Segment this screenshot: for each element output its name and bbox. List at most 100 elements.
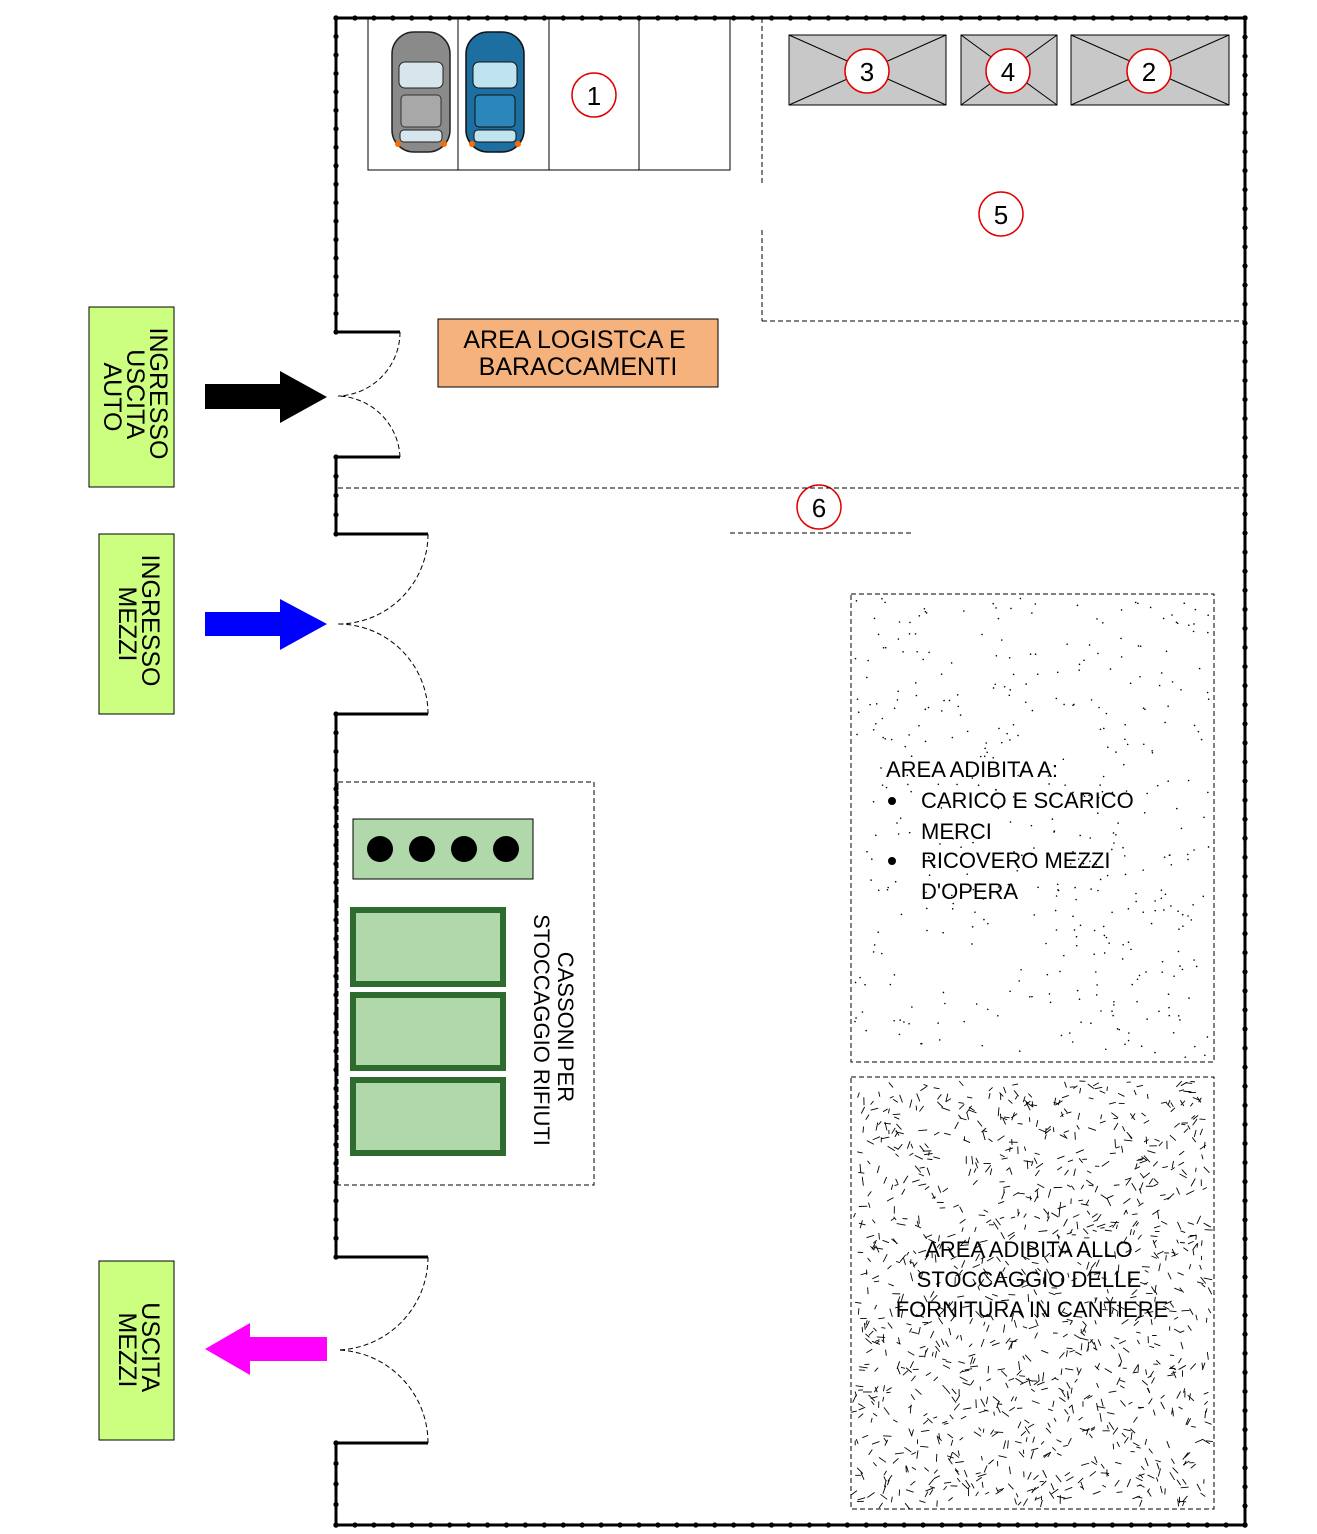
- fence-post: [1166, 1522, 1172, 1528]
- fence-post: [1242, 816, 1248, 822]
- fence-post: [1242, 587, 1248, 593]
- fence-post: [1147, 15, 1153, 21]
- fence-post: [1242, 1045, 1248, 1051]
- fence-post: [1242, 91, 1248, 97]
- fence-post: [1204, 15, 1210, 21]
- fence-post: [1185, 1522, 1191, 1528]
- fence-post: [1242, 110, 1248, 116]
- fence-post: [1242, 225, 1248, 231]
- fence-post: [333, 126, 339, 132]
- fence-post: [1242, 625, 1248, 632]
- fence-post: [333, 1048, 339, 1054]
- fence-post: [1109, 1522, 1116, 1528]
- fence-post: [1242, 740, 1248, 746]
- fence-post: [333, 1216, 339, 1223]
- fence-post: [1242, 301, 1248, 307]
- waste-label-line2: STOCCAGGIO RIFIUTI: [529, 914, 554, 1146]
- fence-post: [1242, 549, 1248, 555]
- fence-post: [333, 1010, 339, 1017]
- fence-post: [1071, 15, 1078, 21]
- fence-post: [1242, 1407, 1248, 1414]
- fence-post: [1242, 358, 1248, 364]
- loading-item1-line2: MERCI: [921, 819, 992, 844]
- fence-post: [1015, 1522, 1021, 1528]
- bin-icon: [493, 836, 519, 862]
- loading-item2-line2: D'OPERA: [921, 879, 1018, 904]
- waste-container: [350, 1077, 506, 1156]
- vehicle-exit-arrow: [205, 1323, 327, 1375]
- fence-post: [1242, 797, 1248, 803]
- fence-post: [333, 1522, 339, 1528]
- fence-post: [333, 805, 339, 811]
- fence-post: [333, 786, 339, 792]
- fence-post: [1223, 15, 1229, 21]
- fence-post: [333, 823, 339, 829]
- fence-post: [1242, 1121, 1248, 1128]
- fence-post: [333, 842, 339, 848]
- fence-post: [1015, 15, 1021, 21]
- loading-area-title: AREA ADIBITA A:: [886, 757, 1058, 782]
- loading-item1-line1: CARICO E SCARICO: [921, 788, 1134, 813]
- fence-post: [1166, 15, 1172, 21]
- fence-post: [750, 1522, 756, 1528]
- fence-post: [1242, 377, 1248, 384]
- fence-post: [996, 15, 1002, 21]
- fence-post: [1242, 1503, 1248, 1509]
- fence-post: [333, 1198, 339, 1204]
- fence-post: [1242, 892, 1248, 899]
- fence-post: [333, 973, 339, 979]
- fence-post: [768, 1522, 775, 1528]
- fence-post: [1242, 282, 1248, 288]
- fence-post: [333, 1235, 339, 1241]
- fence-post: [958, 15, 964, 21]
- fence-post: [333, 1460, 339, 1467]
- waste-container: [350, 907, 506, 987]
- svg-text:INGRESSO USCITA AU: INGRESSO USCITA AUTO: [98, 328, 172, 467]
- vehicle-entry-arrow: [205, 599, 327, 650]
- fence-post: [1242, 1446, 1248, 1452]
- fence-post: [1242, 34, 1248, 40]
- fence-post: [1242, 644, 1248, 651]
- fence-post: [333, 898, 339, 904]
- waste-area: CASSONI PER STOCCAGGIO RIFIUTI: [337, 781, 595, 1186]
- waste-container: [350, 992, 506, 1071]
- marker-6: 6: [796, 484, 842, 530]
- fence-post: [1242, 1369, 1248, 1375]
- fence-post: [1223, 1522, 1229, 1528]
- fence-post: [958, 1522, 964, 1528]
- fence-post: [636, 1522, 642, 1528]
- marker-4-text: 4: [1001, 57, 1015, 87]
- car-entry-label-line2: USCITA: [121, 349, 149, 439]
- marker-1: 1: [571, 72, 617, 118]
- fence-post: [1242, 1465, 1248, 1471]
- fence-post: [333, 255, 339, 261]
- vehicle-entry-label-line2: MEZZI: [113, 587, 141, 662]
- fence-post: [333, 181, 339, 187]
- logistics-area-line1: AREA LOGISTCA E: [463, 326, 685, 354]
- storage-area-line3: FORNITURA IN CANTIERE: [896, 1297, 1169, 1322]
- fence-post: [1242, 1293, 1248, 1299]
- fence-post: [560, 1522, 566, 1528]
- gravel-texture: [854, 597, 1210, 1058]
- fence-post: [333, 163, 339, 169]
- fence-post: [1242, 1064, 1248, 1070]
- fence-post: [333, 1440, 339, 1446]
- fence-post: [447, 1522, 453, 1528]
- fence-post: [333, 144, 339, 150]
- fence-post: [806, 15, 813, 21]
- fence-post: [1242, 148, 1248, 155]
- bullet-icon: [888, 797, 896, 805]
- fence-post: [484, 1522, 491, 1528]
- fence-post: [1090, 1522, 1097, 1528]
- storage-area-line2: STOCCAGGIO DELLE: [917, 1267, 1142, 1292]
- fence-post: [333, 917, 339, 923]
- fence-post: [901, 1522, 907, 1528]
- car-icon: [391, 31, 451, 153]
- fence-post: [1242, 1312, 1248, 1318]
- fence-post: [333, 992, 339, 998]
- fence-post: [333, 200, 339, 206]
- vehicle-entry-label-line1: INGRESSO: [136, 555, 164, 687]
- fence-post: [333, 89, 339, 95]
- fence-post: [939, 15, 945, 21]
- loading-area: AREA ADIBITA A: CARICO E SCARICO MERCI R…: [850, 593, 1215, 1063]
